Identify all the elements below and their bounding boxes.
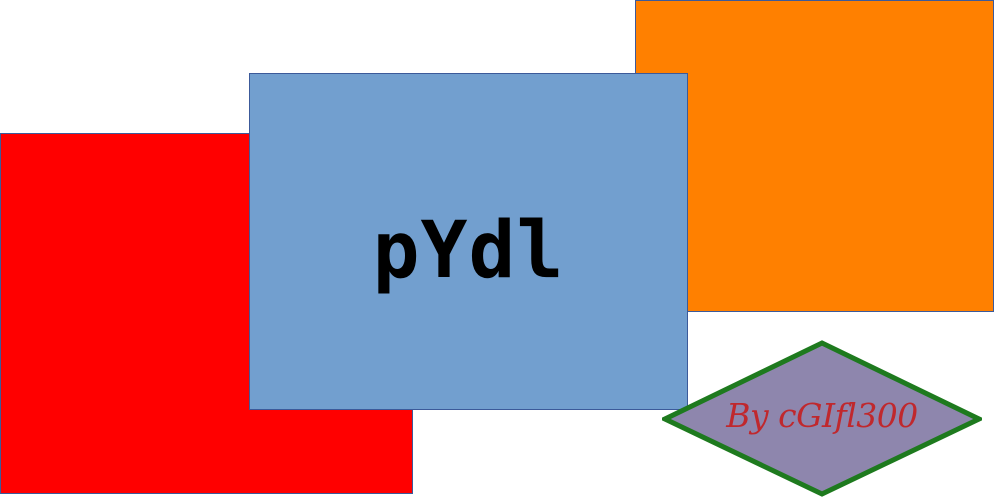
diamond-shape xyxy=(662,340,982,497)
orange-rectangle xyxy=(635,0,994,312)
blue-rectangle: pYdl xyxy=(249,73,688,410)
author-signature-text: By cGIfl300 xyxy=(726,395,918,435)
signature-diamond: By cGIfl300 xyxy=(662,340,982,498)
logo-title-text: pYdl xyxy=(372,205,565,296)
diamond-polygon xyxy=(662,340,982,497)
